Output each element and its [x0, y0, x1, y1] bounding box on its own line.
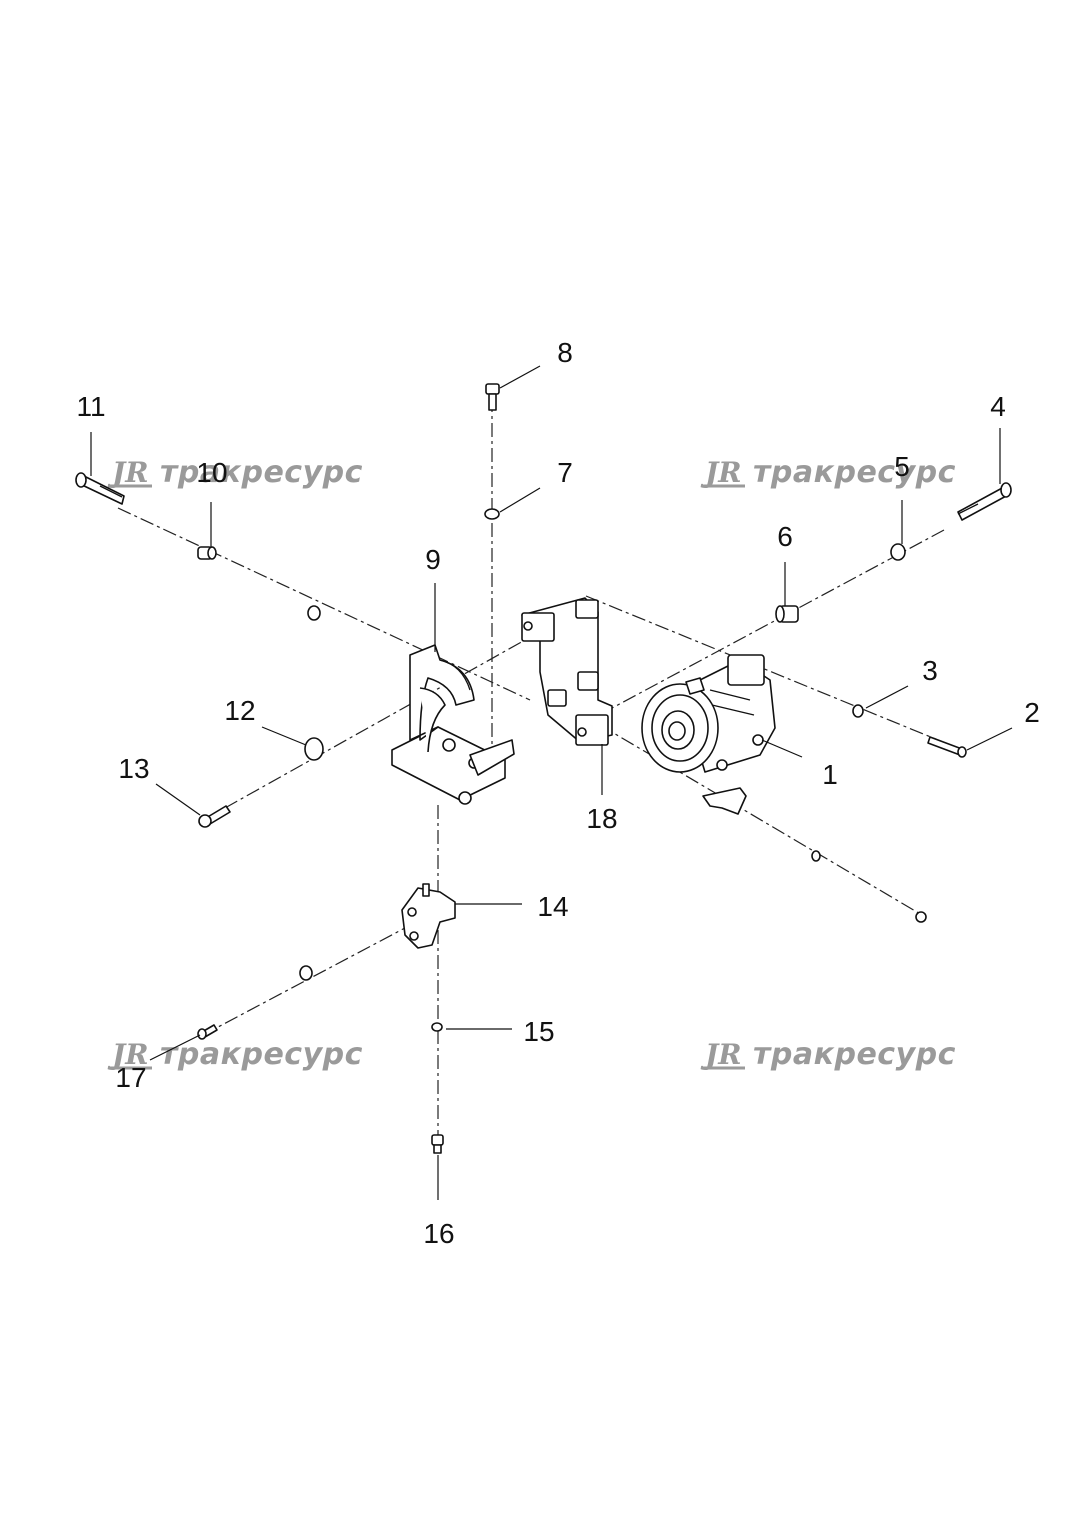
part-17-bolt	[197, 1024, 218, 1040]
part-6-bushing	[775, 605, 799, 623]
part-7-washer	[484, 508, 500, 520]
assembly-axes	[117, 398, 961, 1140]
callout-2: 2	[1024, 697, 1040, 728]
callout-3: 3	[922, 655, 938, 686]
watermark-logo: JR	[700, 456, 742, 489]
watermark-text: тракресурс	[753, 1037, 956, 1072]
watermark-text: тракресурс	[753, 455, 956, 490]
part-12-washer	[304, 737, 324, 761]
small-bracket	[702, 787, 747, 815]
watermark-top-left: JR тракресурс	[107, 455, 363, 490]
part-9-curved-bracket	[391, 644, 515, 805]
watermark-bottom-left: JR тракресурс	[107, 1037, 363, 1072]
callout-10: 10	[196, 457, 227, 488]
callout-16: 16	[423, 1218, 454, 1249]
washer-lower-left	[299, 965, 313, 981]
callout-13: 13	[118, 753, 149, 784]
callout-numbers: 1 2 3 4 5 6 7 8 9 10 11 12 13 14 15 16 1…	[76, 337, 1039, 1249]
part-2-bolt	[927, 736, 967, 758]
callout-1: 1	[822, 759, 838, 790]
part-13-bolt	[198, 805, 231, 828]
watermark-logo: JR	[107, 1038, 149, 1071]
callout-17: 17	[115, 1062, 146, 1093]
watermark-logo: JR	[700, 1038, 742, 1071]
part-15-washer	[431, 1022, 443, 1032]
watermark-logo: JR	[107, 456, 149, 489]
part-4-long-bolt	[957, 482, 1012, 521]
callout-7: 7	[557, 457, 573, 488]
watermark-text: тракресурс	[160, 455, 363, 490]
part-16-bolt	[431, 1134, 444, 1154]
callout-14: 14	[537, 891, 568, 922]
callout-11: 11	[76, 391, 105, 422]
washer-right-lower	[811, 850, 821, 862]
part-1-compressor	[641, 654, 776, 773]
part-10-spacer	[197, 546, 217, 560]
part-8-bolt	[485, 383, 500, 411]
part-3-washer	[852, 704, 864, 718]
callout-6: 6	[777, 521, 793, 552]
part-11-long-bolt	[75, 472, 125, 505]
callout-18: 18	[586, 803, 617, 834]
callout-12: 12	[224, 695, 255, 726]
watermark-top-right: JR тракресурс	[700, 455, 956, 490]
callout-15: 15	[523, 1016, 554, 1047]
callout-4: 4	[990, 391, 1006, 422]
washer-left-axis	[307, 605, 321, 621]
part-14-bracket	[401, 883, 456, 949]
watermark-text: тракресурс	[160, 1037, 363, 1072]
part-5-washer	[890, 543, 906, 561]
part-18-mounting-plate	[521, 597, 613, 746]
callout-5: 5	[894, 451, 910, 482]
callout-8: 8	[557, 337, 573, 368]
bolt-right-lower	[915, 911, 927, 923]
watermark-bottom-right: JR тракресурс	[700, 1037, 956, 1072]
leader-lines	[90, 365, 1013, 1200]
callout-9: 9	[425, 544, 441, 575]
